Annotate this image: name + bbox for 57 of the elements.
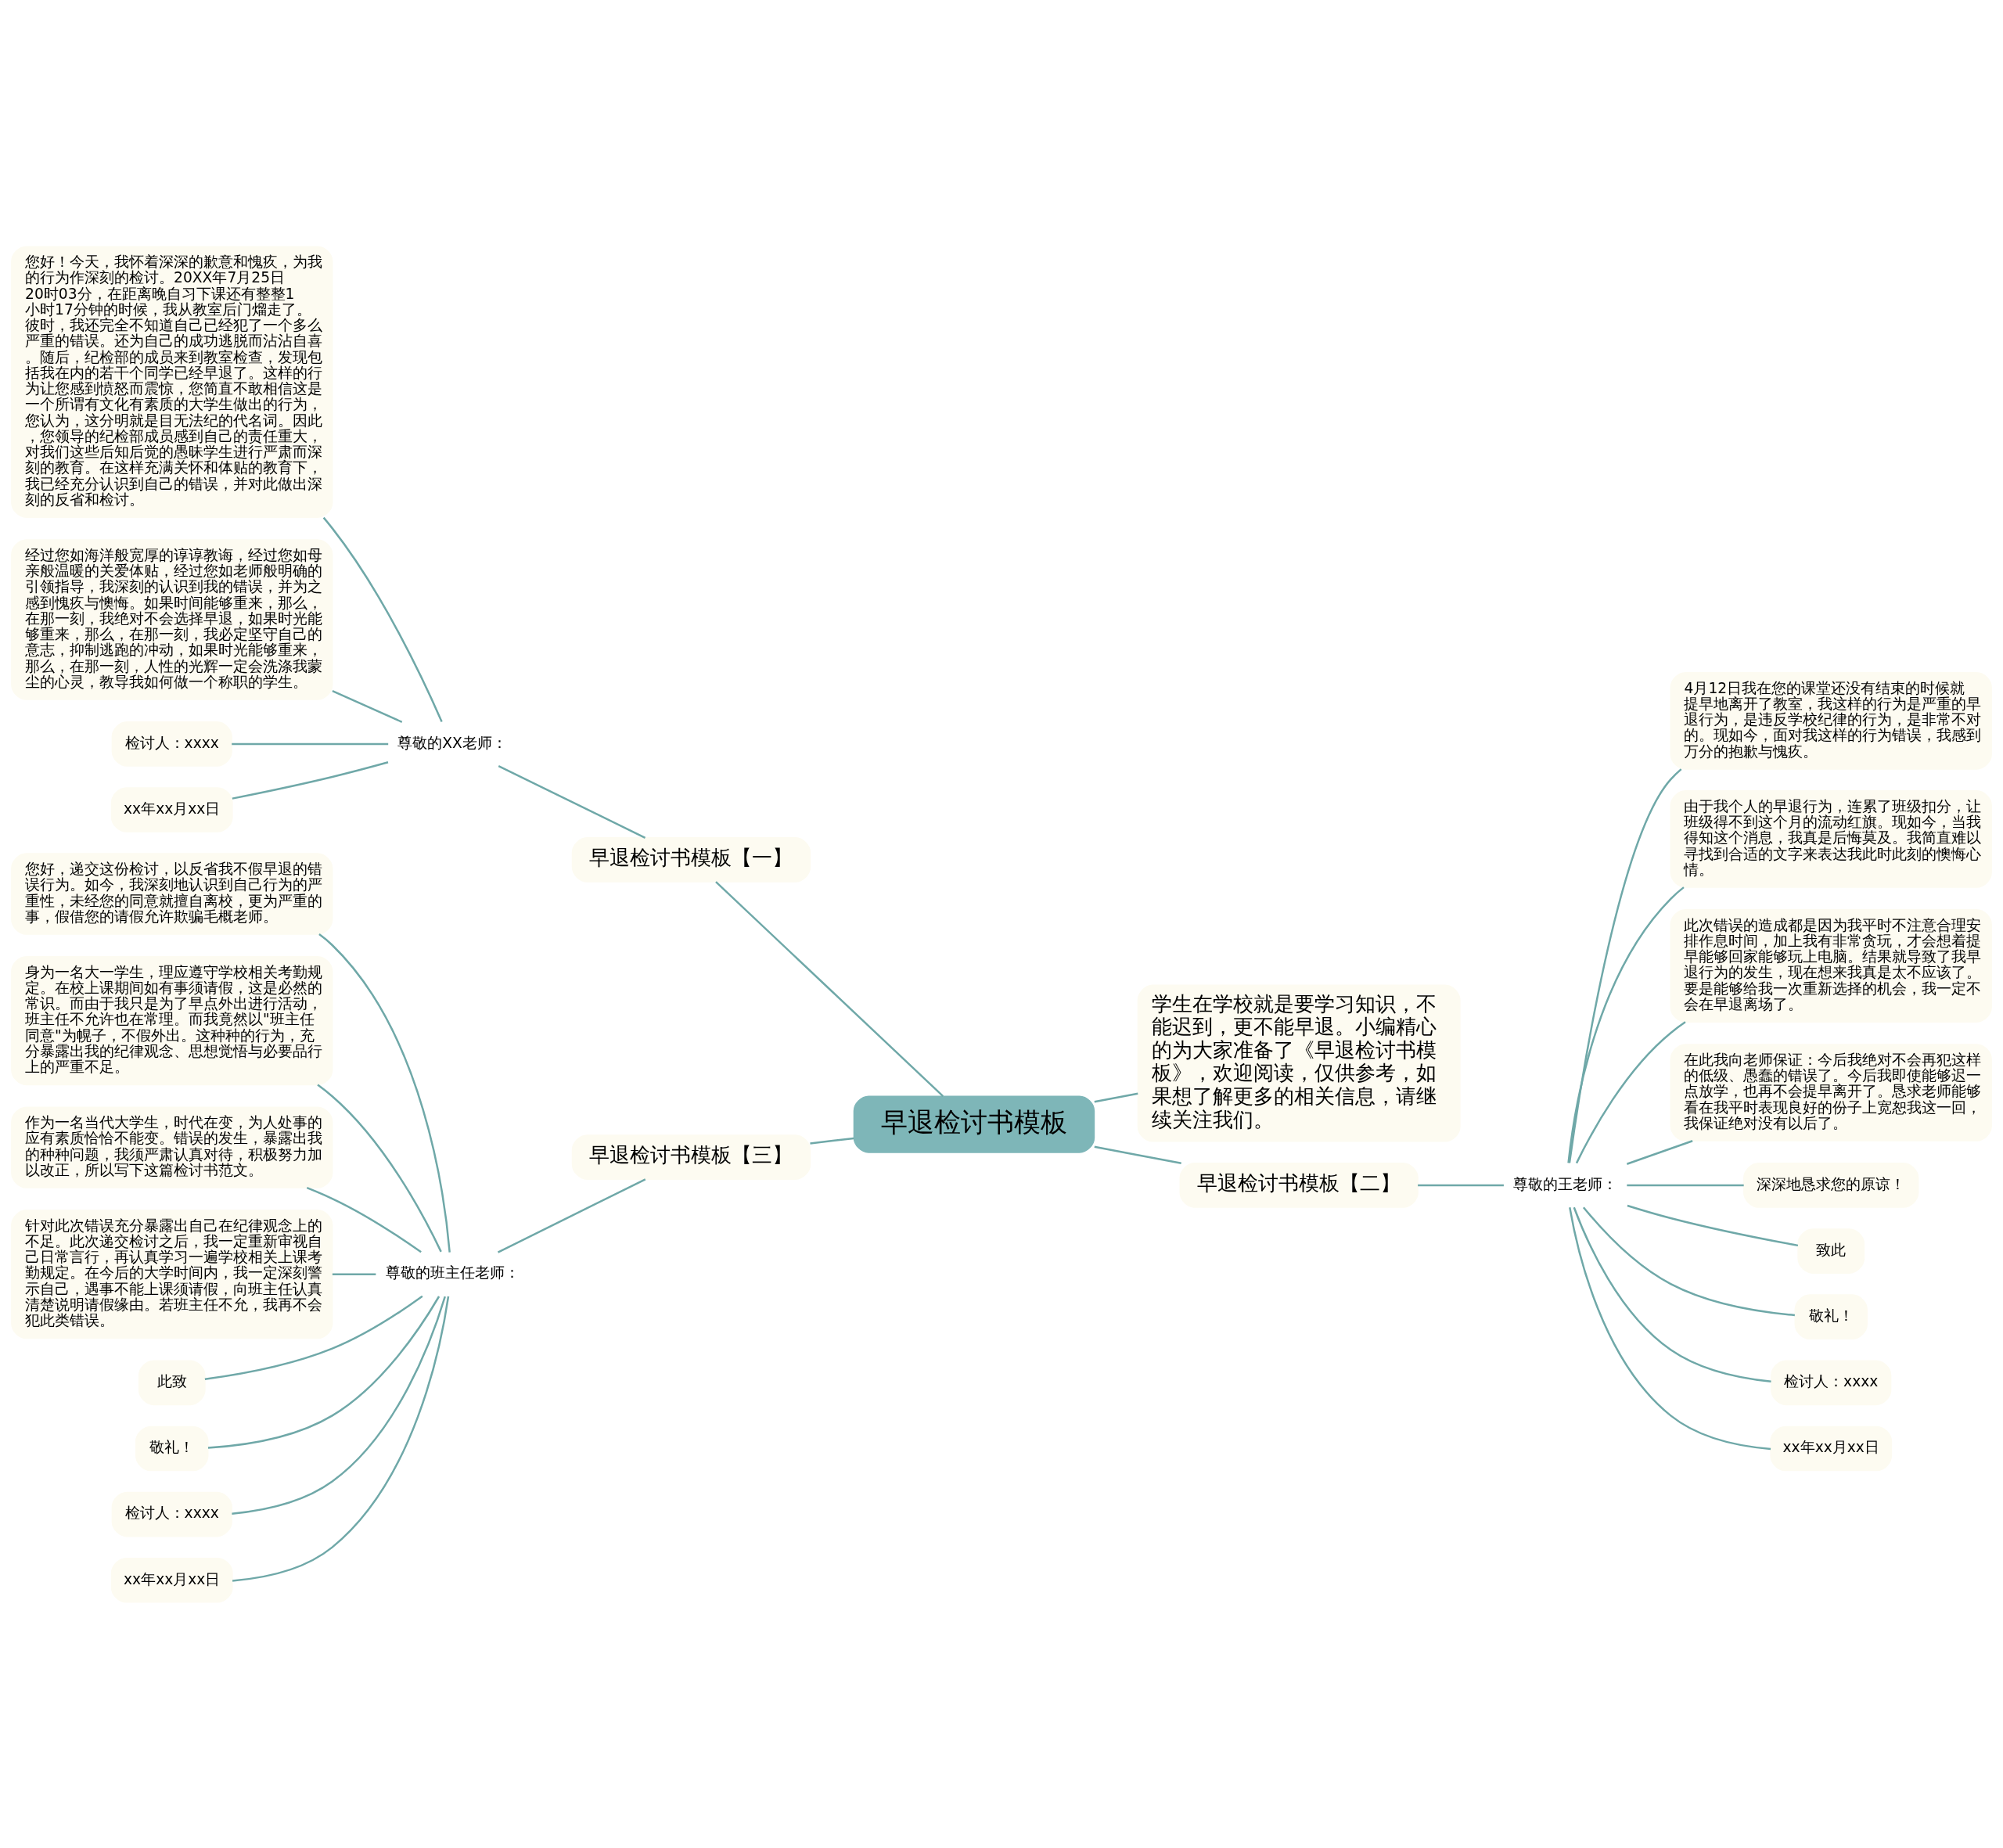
node-box: xx年xx月xx日: [110, 1557, 233, 1603]
connector: [232, 742, 389, 745]
node-box: 在此我向老师保证：今后我绝对不会再犯这样的低级、愚蠢的错误了。今后我即使能够迟一点放学，也再不会提早离开了。恳求老师能够看在我平时表现良好的份子上宽恕我这一回，我保证绝对没有以后了。: [1670, 1043, 1992, 1142]
connector: [1094, 1145, 1181, 1164]
node-box: 4月12日我在您的课堂还没有结束的时候就提早地离开了教室，我这样的行为是严重的早退行为，是违反学校纪律的行为，是非常不对的。现如今，面对我这样的行为错误，我感到万分的抱歉与愧疚。: [1670, 671, 1992, 770]
connector: [1626, 1139, 1693, 1165]
node-box: 早退检讨书模板【二】: [1179, 1162, 1419, 1208]
connector: [317, 1083, 442, 1252]
connector: [232, 1296, 450, 1582]
connector: [232, 1296, 446, 1515]
node-box: 早退检讨书模板【一】: [571, 836, 811, 883]
connector: [1569, 1206, 1771, 1450]
node-box: 早退检讨书模板【三】: [571, 1134, 811, 1180]
connector: [497, 1177, 646, 1253]
connector: [1582, 1206, 1795, 1316]
node-box: 深深地恳求您的原谅！: [1743, 1162, 1919, 1208]
connector: [1627, 1184, 1744, 1186]
connector: [1627, 1204, 1799, 1246]
node-box: xx年xx月xx日: [1770, 1426, 1893, 1471]
node-text: 尊敬的XX老师：: [397, 734, 507, 751]
node-box: 敬礼！: [135, 1426, 209, 1471]
connector: [332, 1272, 376, 1275]
node-box: 致此: [1797, 1228, 1865, 1274]
connector: [306, 1186, 422, 1253]
node-text: 尊敬的班主任老师：: [385, 1264, 520, 1281]
node-box: 检讨人：xxxx: [111, 721, 232, 767]
node-box: 敬礼！: [1794, 1293, 1868, 1339]
connector: [810, 1137, 854, 1145]
connector: [232, 760, 389, 800]
connector: [1573, 1206, 1771, 1382]
node-box: 针对此次错误充分暴露出自己在纪律观念上的不足。此次递交检讨之后，我一定重新审视自己日常言行，再认真学习一遍学校相关上课考勤规定。在今后的大学时间内，我一定深刻警示自己，遇事不能上课须请假，向班主任认真清楚说明请假缘由。若班主任不允，我再不会犯此类错误。: [11, 1209, 333, 1339]
node-box: 经过您如海洋般宽厚的谆谆教诲，经过您如母亲般温暖的关爱体贴，经过您如老师般明确的引领指导，我深刻的认识到我的错误，并为之感到愧疚与懊悔。如果时间能够重来，那么，在那一刻，我绝对不会选择早退，如果时光能够重来，那么，在那一刻，我必定坚守自己的意志，抑制逃跑的冲动，如果时光能够重来，那么，在那一刻，人性的光辉一定会洗涤我蒙尘的心灵，教导我如何做一个称职的学生。: [11, 538, 333, 700]
node-box: 检讨人：xxxx: [111, 1491, 232, 1537]
node-box: 作为一名当代大学生，时代在变，为人处事的应有素质恰恰不能变。错误的发生，暴露出我的种种问题，我须严肃认真对待，积极努力加以改正，所以写下这篇检讨书范文。: [11, 1106, 333, 1188]
node-box: 您好，递交这份检讨，以反省我不假早退的错误行为。如今，我深刻地认识到自己行为的严重性，未经您的同意就擅自离校，更为严重的事，假借您的请假允许欺骗毛概老师。: [11, 852, 333, 935]
node-box: 学生在学校就是要学习知识，不能迟到，更不能早退。小编精心的为大家准备了《早退检讨书模板》，欢迎阅读，仅供参考，如果想了解更多的相关信息，请继续关注我们。: [1137, 984, 1461, 1142]
node-box: xx年xx月xx日: [110, 786, 233, 832]
connector: [332, 689, 403, 723]
connector: [318, 933, 451, 1253]
connector: [1418, 1184, 1504, 1186]
node-text: 尊敬的王老师：: [1513, 1175, 1618, 1192]
node-box: 身为一名大一学生，理应遵守学校相关考勤规定。在校上课期间如有事须请假，这是必然的常识。而由于我只是为了早点外出进行活动，班主任不允许也在常理。而我竟然以"班主任同意"为幌子，不假外出。这种种的行为，充分暴露出我的纪律观念、思想觉悟与必要品行上的严重不足。: [11, 955, 333, 1085]
node-box: 此致: [138, 1360, 206, 1405]
node-box: 早退检讨书模板: [853, 1095, 1095, 1153]
node-box: 您好！今天，我怀着深深的歉意和愧疚，为我的行为作深刻的检讨。20XX年7月25日20时03分，在距离晚自习下课还有整整1小时17分钟的时候，我从教室后门熘走了。彼时，我还完全不知道自己已经犯了一个多么严重的错误。还为自己的成功逃脱而沾沾自喜。随后，纪检部的成员来到教室检查，发现包括我在内的若干个同学已经早退了。这样的行为让您感到愤怒而震惊，您简直不敢相信这是一个所谓有文化有素质的大学生做出的行为，您认为，这分明就是目无法纪的代名词。因此，您领导的纪检部成员感到自己的责任重大，对我们这些后知后觉的愚昧学生进行严肃而深刻的教育。在这样充满关怀和体贴的教育下，我已经充分认识到自己的错误，并对此做出深刻的反省和检讨。: [11, 245, 333, 518]
connector: [1094, 1092, 1138, 1102]
connector: [322, 516, 443, 722]
connector: [204, 1295, 423, 1380]
node-box: 由于我个人的早退行为，连累了班级扣分，让班级得不到这个月的流动红旗。现如今，当我得知这个消息，我真是后悔莫及。我简直难以寻找到合适的文字来表达我此时此刻的懊悔心情。: [1670, 789, 1992, 888]
connector: [1568, 768, 1682, 1163]
connector: [498, 764, 646, 839]
connector: [1567, 886, 1685, 1163]
connector: [715, 880, 944, 1097]
connector: [1575, 1020, 1686, 1163]
node-box: 检讨人：xxxx: [1771, 1360, 1892, 1405]
node-box: 此次错误的造成都是因为我平时不注意合理安排作息时间，加上我有非常贪玩，才会想着提早能够回家能够玩上电脑。结果就导致了我早退行为的发生，现在想来我真是太不应该了。要是能够给我一次重新选择的机会，我一定不会在早退离场了。: [1670, 908, 1992, 1023]
connector: [207, 1295, 441, 1449]
